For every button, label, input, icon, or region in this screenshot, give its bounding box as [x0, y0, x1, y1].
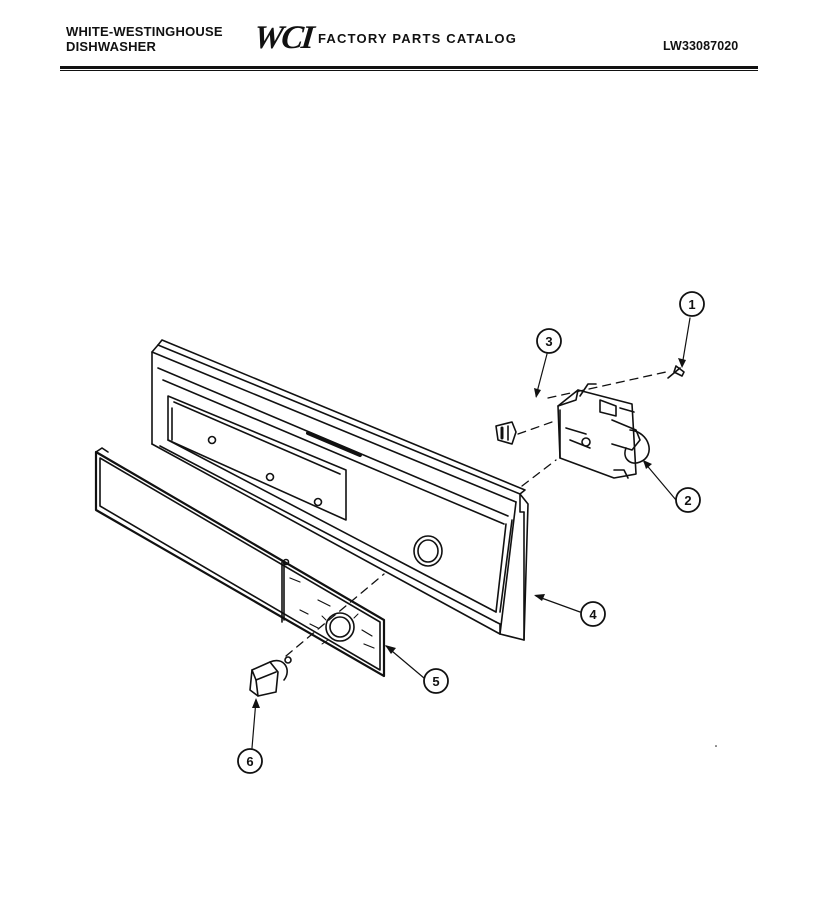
header-rule — [60, 66, 758, 72]
callout-2-label: 2 — [684, 493, 691, 508]
brand-name: WHITE-WESTINGHOUSE — [66, 24, 223, 39]
timer-part — [557, 383, 650, 479]
catalog-title: FACTORY PARTS CATALOG — [318, 31, 518, 46]
callout-4-label: 4 — [589, 607, 597, 622]
callout-3-label: 3 — [545, 334, 552, 349]
callout-6-label: 6 — [246, 754, 253, 769]
callout-5: 5 — [423, 668, 449, 694]
switch-part — [495, 421, 517, 445]
assembly-lines — [285, 371, 667, 657]
callout-2: 2 — [675, 487, 701, 513]
callout-1-label: 1 — [688, 297, 695, 312]
control-panel-insert — [94, 447, 386, 678]
callout-1: 1 — [679, 291, 705, 317]
product-type: DISHWASHER — [66, 39, 157, 54]
catalog-header: WHITE-WESTINGHOUSE DISHWASHER WCI FACTOR… — [0, 0, 832, 80]
leader-arrowheads — [252, 358, 686, 708]
callout-6: 6 — [237, 748, 263, 774]
callout-4: 4 — [580, 601, 606, 627]
knob-part — [249, 656, 292, 697]
leader-lines — [251, 317, 691, 749]
control-panel-housing — [151, 339, 529, 641]
callout-5-label: 5 — [432, 674, 439, 689]
callout-3: 3 — [536, 328, 562, 354]
model-number: LW33087020 — [663, 39, 739, 53]
screw-part — [667, 365, 685, 379]
